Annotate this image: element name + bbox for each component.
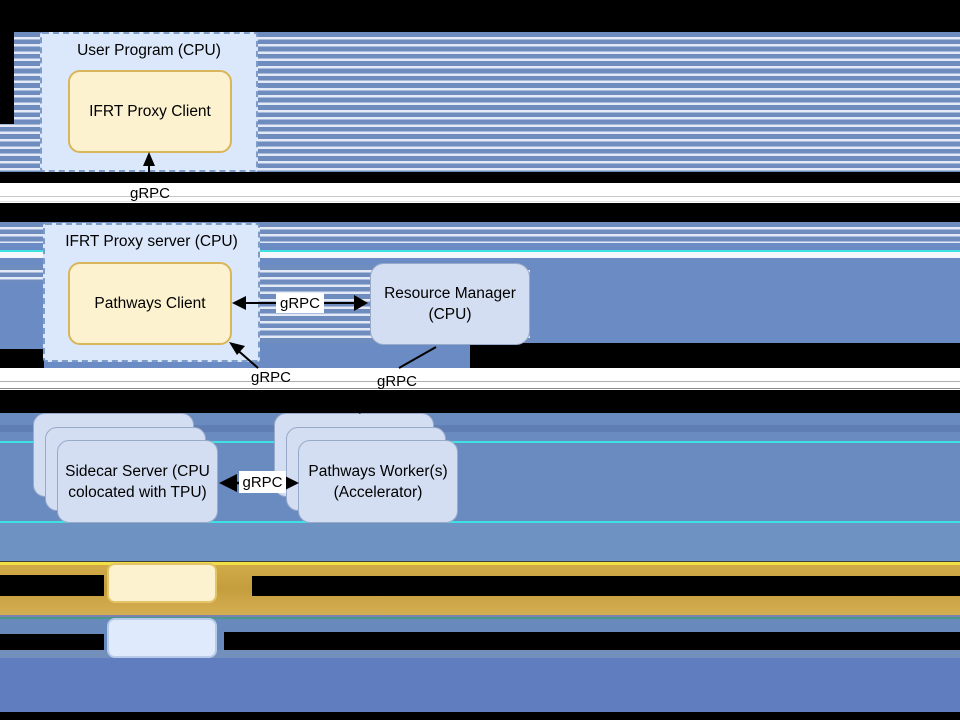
ifrt-proxy-client-label: IFRT Proxy Client <box>89 102 211 120</box>
cyan-glitch-line <box>0 441 960 443</box>
pathways-worker-node: Pathways Worker(s) (Accelerator) <box>298 440 458 523</box>
glitch-dark-line <box>0 561 960 562</box>
grpc-label-top: gRPC <box>129 185 170 202</box>
user-program-title: User Program (CPU) <box>77 42 221 59</box>
pathways-client-label: Pathways Client <box>94 294 206 312</box>
grpc-label-pathways-workers: gRPC <box>251 369 292 386</box>
glitch-black-band <box>0 349 44 368</box>
glitch-teal-line <box>0 617 960 619</box>
resource-manager-node: Resource Manager (CPU) <box>370 263 530 345</box>
glitch-black-band <box>0 712 960 720</box>
glitch-blue-band <box>530 265 960 343</box>
glitch-hairline <box>0 201 960 202</box>
grpc-arrow-client-to-server <box>143 152 155 172</box>
glitch-blue-band <box>0 650 960 658</box>
glitch-black-band <box>0 390 960 413</box>
redacted-text-bar <box>0 575 104 596</box>
glitch-blue-band <box>0 619 960 622</box>
legend-yellow-swatch <box>107 563 217 603</box>
glitch-black-band <box>0 172 960 183</box>
cyan-glitch-line <box>0 521 960 523</box>
sidecar-server-node: Sidecar Server (CPU colocated with TPU) <box>57 440 218 523</box>
redacted-text-bar <box>252 576 960 596</box>
glitch-blue-band <box>0 658 960 712</box>
grpc-label-pathways-rm: gRPC <box>276 293 324 313</box>
sidecar-server-label: Sidecar Server (CPU colocated with TPU) <box>65 462 210 501</box>
legend-blue-swatch <box>107 618 217 658</box>
glitch-dark-line <box>0 425 960 432</box>
ifrt-proxy-server-title: IFRT Proxy server (CPU) <box>65 233 238 250</box>
pathways-client-node: Pathways Client <box>68 262 232 345</box>
resource-manager-label: Resource Manager (CPU) <box>384 285 516 323</box>
glitch-blue-band <box>0 523 960 562</box>
glitch-white-band <box>0 252 960 258</box>
glitch-blue-band <box>0 243 960 250</box>
ifrt-proxy-client-node: IFRT Proxy Client <box>68 70 232 153</box>
glitch-black-band <box>0 0 960 32</box>
glitch-hairline <box>0 196 960 197</box>
glitch-black-band <box>470 343 960 368</box>
glitch-hairline <box>0 388 960 389</box>
glitch-white-band <box>0 183 960 203</box>
glitch-black-band <box>0 203 960 222</box>
glitch-hairline <box>0 381 960 382</box>
redacted-text-bar <box>224 632 960 650</box>
grpc-label-sidecar-workers: gRPC <box>239 471 286 493</box>
redacted-text-bar <box>0 634 104 650</box>
glitch-purple-line <box>0 615 960 617</box>
grpc-arrow-rm-to-workers <box>348 346 437 414</box>
cyan-glitch-line <box>0 250 960 252</box>
yellow-glitch-line <box>0 562 960 565</box>
grpc-arrow-pathways-to-workers <box>229 342 259 369</box>
glitch-black-notch <box>0 32 14 124</box>
glitch-blue-band <box>0 258 960 265</box>
grpc-label-rm-workers: gRPC <box>377 373 418 390</box>
pathways-worker-label: Pathways Worker(s) (Accelerator) <box>308 462 448 501</box>
glitch-white-band <box>0 368 960 390</box>
